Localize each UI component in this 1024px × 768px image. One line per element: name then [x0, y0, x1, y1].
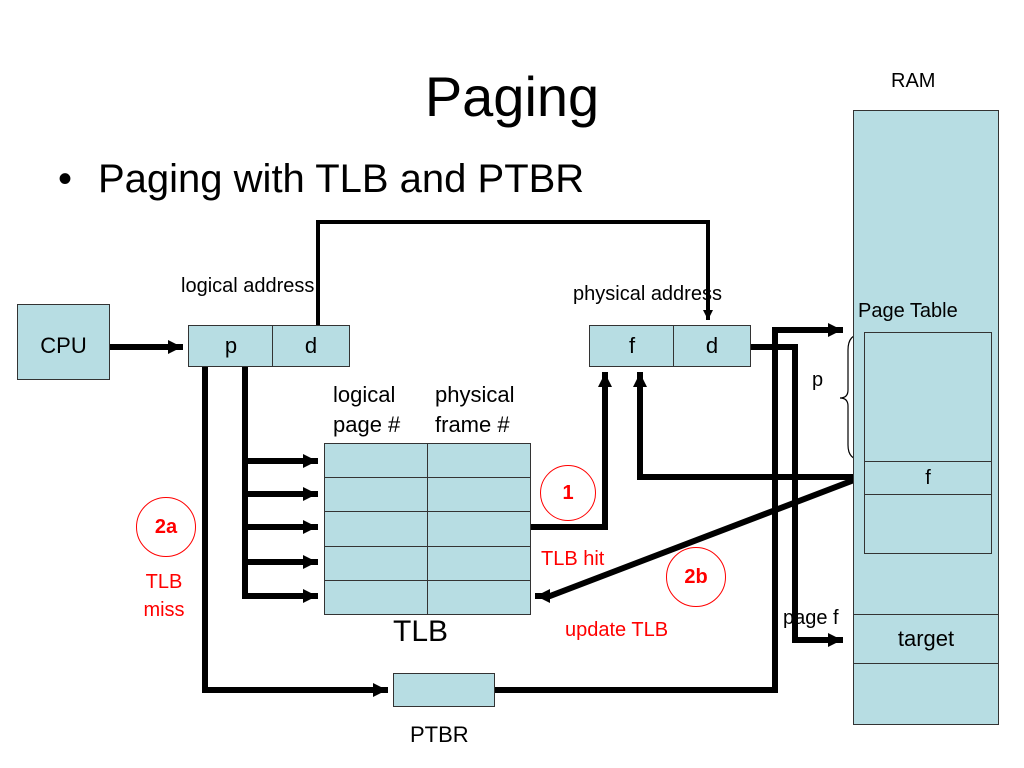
physical-f-text: f [628, 333, 636, 358]
page-table-p-label: p [812, 369, 824, 391]
step-1-circle: 1 [540, 465, 596, 521]
target-entry: target [853, 614, 999, 664]
tlb-col1-header: logical page # [333, 380, 400, 440]
cpu-label: CPU [40, 333, 87, 358]
tlb-page-cell [324, 443, 428, 479]
arrow-offset-copy [316, 220, 713, 327]
page-table-f-text: f [925, 466, 931, 489]
step-2a-text: 2a [154, 515, 178, 538]
physical-d-text: d [705, 333, 719, 358]
step-2a-circle: 2a [136, 497, 196, 557]
tlb-page-cell [324, 579, 428, 616]
ram-label: RAM [891, 70, 936, 92]
cpu-box: CPU [17, 304, 110, 380]
physical-d-cell: d [673, 325, 751, 367]
slide-title: Paging [424, 65, 600, 128]
tlb-col1-line1: logical [333, 382, 396, 407]
bullet-text: Paging with TLB and PTBR [98, 157, 585, 201]
tlb-page-cell [324, 511, 428, 548]
page-table-label: Page Table [858, 300, 958, 322]
page-table-f-entry: f [864, 461, 992, 495]
physical-address-label: physical address [573, 283, 722, 305]
tlb-table [324, 443, 531, 616]
tlb-miss-label: TLB miss [138, 568, 190, 624]
step-1-text: 1 [562, 481, 574, 504]
tlb-col1-line2: page # [333, 412, 401, 437]
ptbr-box [393, 673, 495, 707]
arrow-tlb-hit [527, 372, 612, 530]
page-f-label: page f [783, 607, 839, 629]
tlb-col2-line1: physical [435, 382, 515, 407]
update-tlb-label: update TLB [565, 619, 669, 641]
tlb-frame-cell [427, 477, 531, 513]
tlb-col2-line2: frame # [435, 412, 510, 437]
tlb-frame-cell [427, 579, 531, 616]
logical-address-label: logical address [181, 275, 315, 297]
step-2b-text: 2b [684, 565, 708, 588]
tlb-col2-header: physical frame # [435, 380, 514, 440]
step-2b-circle: 2b [666, 547, 726, 607]
tlb-frame-cell [427, 545, 531, 582]
ptbr-label: PTBR [410, 722, 469, 747]
logical-d-text: d [304, 333, 318, 358]
arrow-p-to-ptbr [202, 364, 388, 697]
physical-f-cell: f [589, 325, 675, 367]
tlb-frame-cell [427, 511, 531, 548]
tlb-page-cell [324, 545, 428, 582]
bullet-point: • Paging with TLB and PTBR [58, 152, 584, 206]
logical-d-cell: d [272, 325, 350, 367]
arrow-physical-to-target [749, 344, 843, 647]
target-text: target [897, 626, 955, 651]
tlb-label: TLB [393, 615, 449, 648]
arrow-ptbr-to-pagetable [493, 323, 843, 693]
logical-p-text: p [224, 333, 238, 358]
page-table-box [864, 332, 992, 554]
tlb-page-cell [324, 477, 428, 513]
tlb-frame-cell [427, 443, 531, 479]
tlb-miss-line1: TLB [145, 571, 183, 593]
bullet-dot-icon: • [58, 157, 73, 201]
tlb-hit-label: TLB hit [541, 548, 605, 570]
logical-p-cell: p [188, 325, 274, 367]
brace-p [839, 333, 863, 461]
tlb-miss-line2: miss [143, 599, 185, 621]
arrow-pagetable-to-frame [633, 372, 865, 480]
arrow-update-tlb [535, 473, 866, 603]
